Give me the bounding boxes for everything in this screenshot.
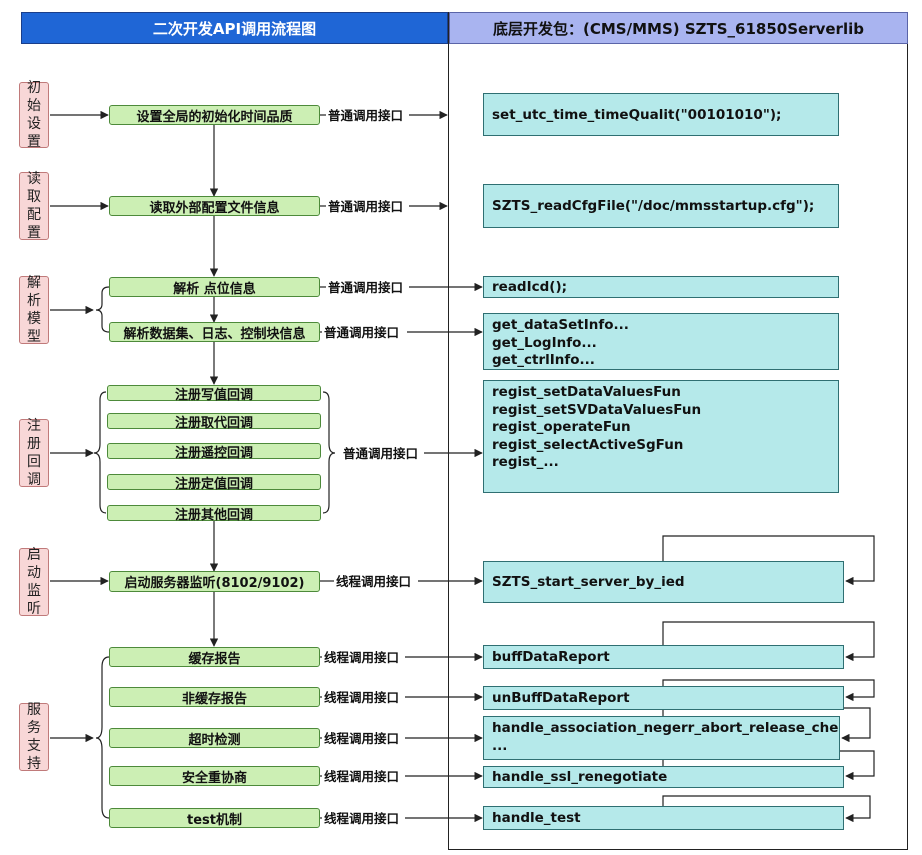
step-init-time-quality: 设置全局的初始化时间品质 bbox=[109, 105, 320, 125]
api-line: regist_setSVDataValuesFun bbox=[492, 401, 702, 418]
api-set-utc-time: set_utc_time_timeQualit("00101010"); bbox=[483, 93, 839, 136]
label-normal-call: 普通调用接口 bbox=[327, 108, 405, 123]
left-title: 二次开发API调用流程图 bbox=[21, 12, 448, 44]
label-normal-call: 普通调用接口 bbox=[323, 325, 401, 340]
api-register-functions: regist_setDataValuesFun regist_setSVData… bbox=[483, 380, 839, 493]
api-line: regist_operateFun bbox=[492, 419, 631, 435]
api-handle-test: handle_test bbox=[483, 806, 844, 830]
section-parse: 解析模型 bbox=[19, 275, 49, 345]
api-unbuff-data-report: unBuffDataReport bbox=[483, 686, 844, 710]
step-register-other: 注册其他回调 bbox=[107, 505, 321, 523]
api-line: handle_association_negerr_abort_release_… bbox=[492, 720, 840, 736]
api-line: get_LogInfo... bbox=[492, 334, 597, 351]
label-thread-call: 线程调用接口 bbox=[323, 650, 401, 665]
section-register-label: 注册回调 bbox=[27, 418, 41, 488]
api-read-cfg-file: SZTS_readCfgFile("/doc/mmsstartup.cfg"); bbox=[483, 184, 839, 228]
section-start: 启动监听 bbox=[19, 547, 49, 617]
label-normal-call: 普通调用接口 bbox=[342, 446, 420, 461]
section-parse-label: 解析模型 bbox=[27, 275, 41, 345]
api-line: get_dataSetInfo... bbox=[492, 317, 629, 333]
step-ssl-renegotiate: 安全重协商 bbox=[109, 766, 320, 786]
label-thread-call: 线程调用接口 bbox=[323, 690, 401, 705]
section-read-label: 读取配置 bbox=[27, 171, 41, 241]
label-normal-call: 普通调用接口 bbox=[327, 199, 405, 214]
step-parse-points: 解析 点位信息 bbox=[109, 277, 320, 297]
section-init: 初始设置 bbox=[19, 80, 49, 150]
section-register: 注册回调 bbox=[19, 418, 49, 488]
section-read: 读取配置 bbox=[19, 171, 49, 241]
api-line: regist_... bbox=[492, 454, 559, 470]
api-buff-data-report: buffDataReport bbox=[483, 645, 844, 669]
api-line: regist_setDataValuesFun bbox=[492, 384, 681, 400]
api-line: regist_selectActiveSgFun bbox=[492, 436, 684, 453]
api-line: get_ctrlInfo... bbox=[492, 352, 595, 368]
api-start-server: SZTS_start_server_by_ied bbox=[483, 561, 844, 603]
label-thread-call: 线程调用接口 bbox=[323, 731, 401, 746]
step-test-mechanism: test机制 bbox=[109, 808, 320, 828]
section-service: 服务支持 bbox=[19, 702, 49, 772]
section-service-label: 服务支持 bbox=[27, 702, 41, 772]
api-read-icd: readIcd(); bbox=[483, 276, 839, 298]
step-register-setting: 注册定值回调 bbox=[107, 474, 321, 492]
label-normal-call: 普通调用接口 bbox=[327, 280, 405, 295]
step-buffered-report: 缓存报告 bbox=[109, 647, 320, 667]
step-register-remote: 注册遥控回调 bbox=[107, 443, 321, 461]
api-handle-ssl-renegotiate: handle_ssl_renegotiate bbox=[483, 766, 844, 788]
step-timeout-check: 超时检测 bbox=[109, 728, 320, 748]
api-line: ... bbox=[492, 737, 508, 754]
step-register-write: 注册写值回调 bbox=[107, 385, 321, 403]
section-init-label: 初始设置 bbox=[27, 80, 41, 150]
section-start-label: 启动监听 bbox=[27, 547, 41, 617]
label-thread-call: 线程调用接口 bbox=[335, 574, 413, 589]
label-thread-call: 线程调用接口 bbox=[323, 769, 401, 784]
api-get-info: get_dataSetInfo... get_LogInfo... get_ct… bbox=[483, 313, 839, 370]
step-start-server: 启动服务器监听(8102/9102) bbox=[109, 571, 320, 592]
step-parse-datasets: 解析数据集、日志、控制块信息 bbox=[109, 322, 320, 342]
right-title: 底层开发包：(CMS/MMS) SZTS_61850Serverlib bbox=[449, 12, 908, 44]
api-handle-association: handle_association_negerr_abort_release_… bbox=[483, 716, 840, 760]
step-register-read: 注册取代回调 bbox=[107, 413, 321, 431]
step-unbuffered-report: 非缓存报告 bbox=[109, 687, 320, 707]
step-read-config: 读取外部配置文件信息 bbox=[109, 196, 320, 216]
label-thread-call: 线程调用接口 bbox=[323, 811, 401, 826]
